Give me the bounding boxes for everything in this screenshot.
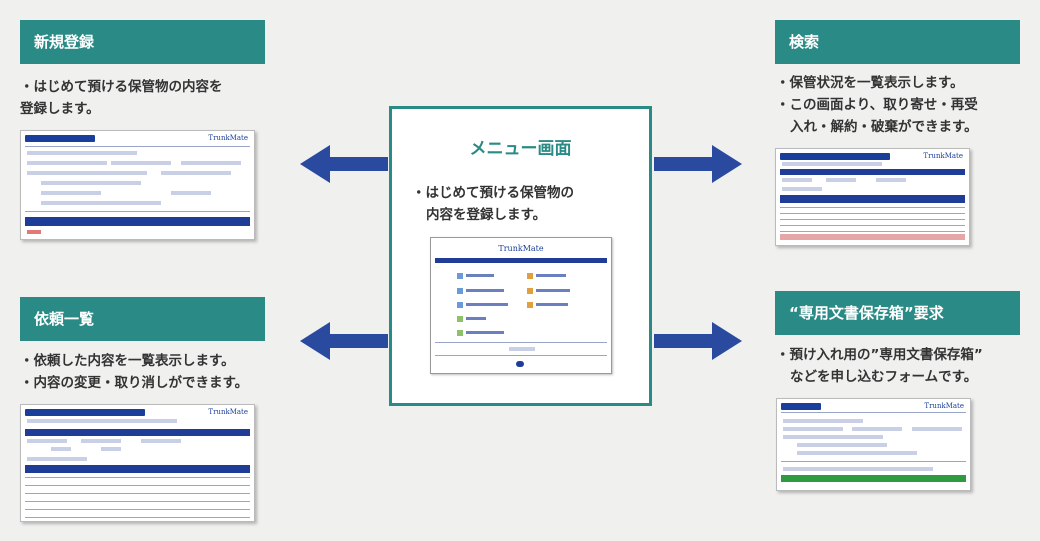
box-request-screenshot: TrunkMate — [776, 398, 971, 491]
box-request-title: “専用文書保存箱”要求 — [789, 304, 944, 322]
search-screenshot: TrunkMate — [775, 148, 970, 246]
search-desc: ・保管状況を一覧表示します。 ・この画面より、取り寄せ・再受 入れ・解約・破棄が… — [776, 75, 978, 135]
new-registration-header: 新規登録 — [20, 20, 265, 64]
trunkmate-logo: TrunkMate — [208, 408, 248, 416]
box-request-header: “専用文書保存箱”要求 — [775, 291, 1020, 335]
menu-screen-desc: ・はじめて預ける保管物の 内容を登録します。 — [412, 185, 574, 223]
box-request-desc: ・預け入れ用の”専用文書保存箱” などを申し込むフォームです。 — [776, 347, 983, 385]
request-list-title: 依頼一覧 — [34, 310, 95, 328]
search-header: 検索 — [775, 20, 1020, 64]
arrow-left-bottom-icon — [300, 322, 388, 360]
trunkmate-logo: TrunkMate — [924, 402, 964, 410]
screenshot-title-bar — [25, 409, 145, 416]
arrow-right-top-icon — [654, 145, 742, 183]
request-list-desc: ・依頼した内容を一覧表示します。 ・内容の変更・取り消しができます。 — [20, 353, 249, 391]
request-list-screenshot: TrunkMate — [20, 404, 255, 522]
new-registration-title: 新規登録 — [34, 33, 95, 51]
screenshot-title-bar — [780, 153, 890, 160]
menu-screen-panel: メニュー画面 ・はじめて預ける保管物の 内容を登録します。 TrunkMate — [389, 106, 652, 406]
screenshot-title-bar — [25, 135, 95, 142]
new-registration-desc: ・はじめて預ける保管物の内容を 登録します。 — [20, 79, 223, 117]
new-registration-screenshot: TrunkMate — [20, 130, 255, 240]
search-title: 検索 — [789, 33, 820, 51]
trunkmate-logo: TrunkMate — [208, 134, 248, 142]
request-list-header: 依頼一覧 — [20, 297, 265, 341]
arrow-left-top-icon — [300, 145, 388, 183]
trunkmate-logo: TrunkMate — [498, 244, 544, 253]
trunkmate-logo: TrunkMate — [923, 152, 963, 160]
menu-screenshot: TrunkMate — [430, 237, 612, 374]
menu-screen-title: メニュー画面 — [469, 139, 572, 159]
screenshot-title-bar — [781, 403, 821, 410]
arrow-right-bottom-icon — [654, 322, 742, 360]
